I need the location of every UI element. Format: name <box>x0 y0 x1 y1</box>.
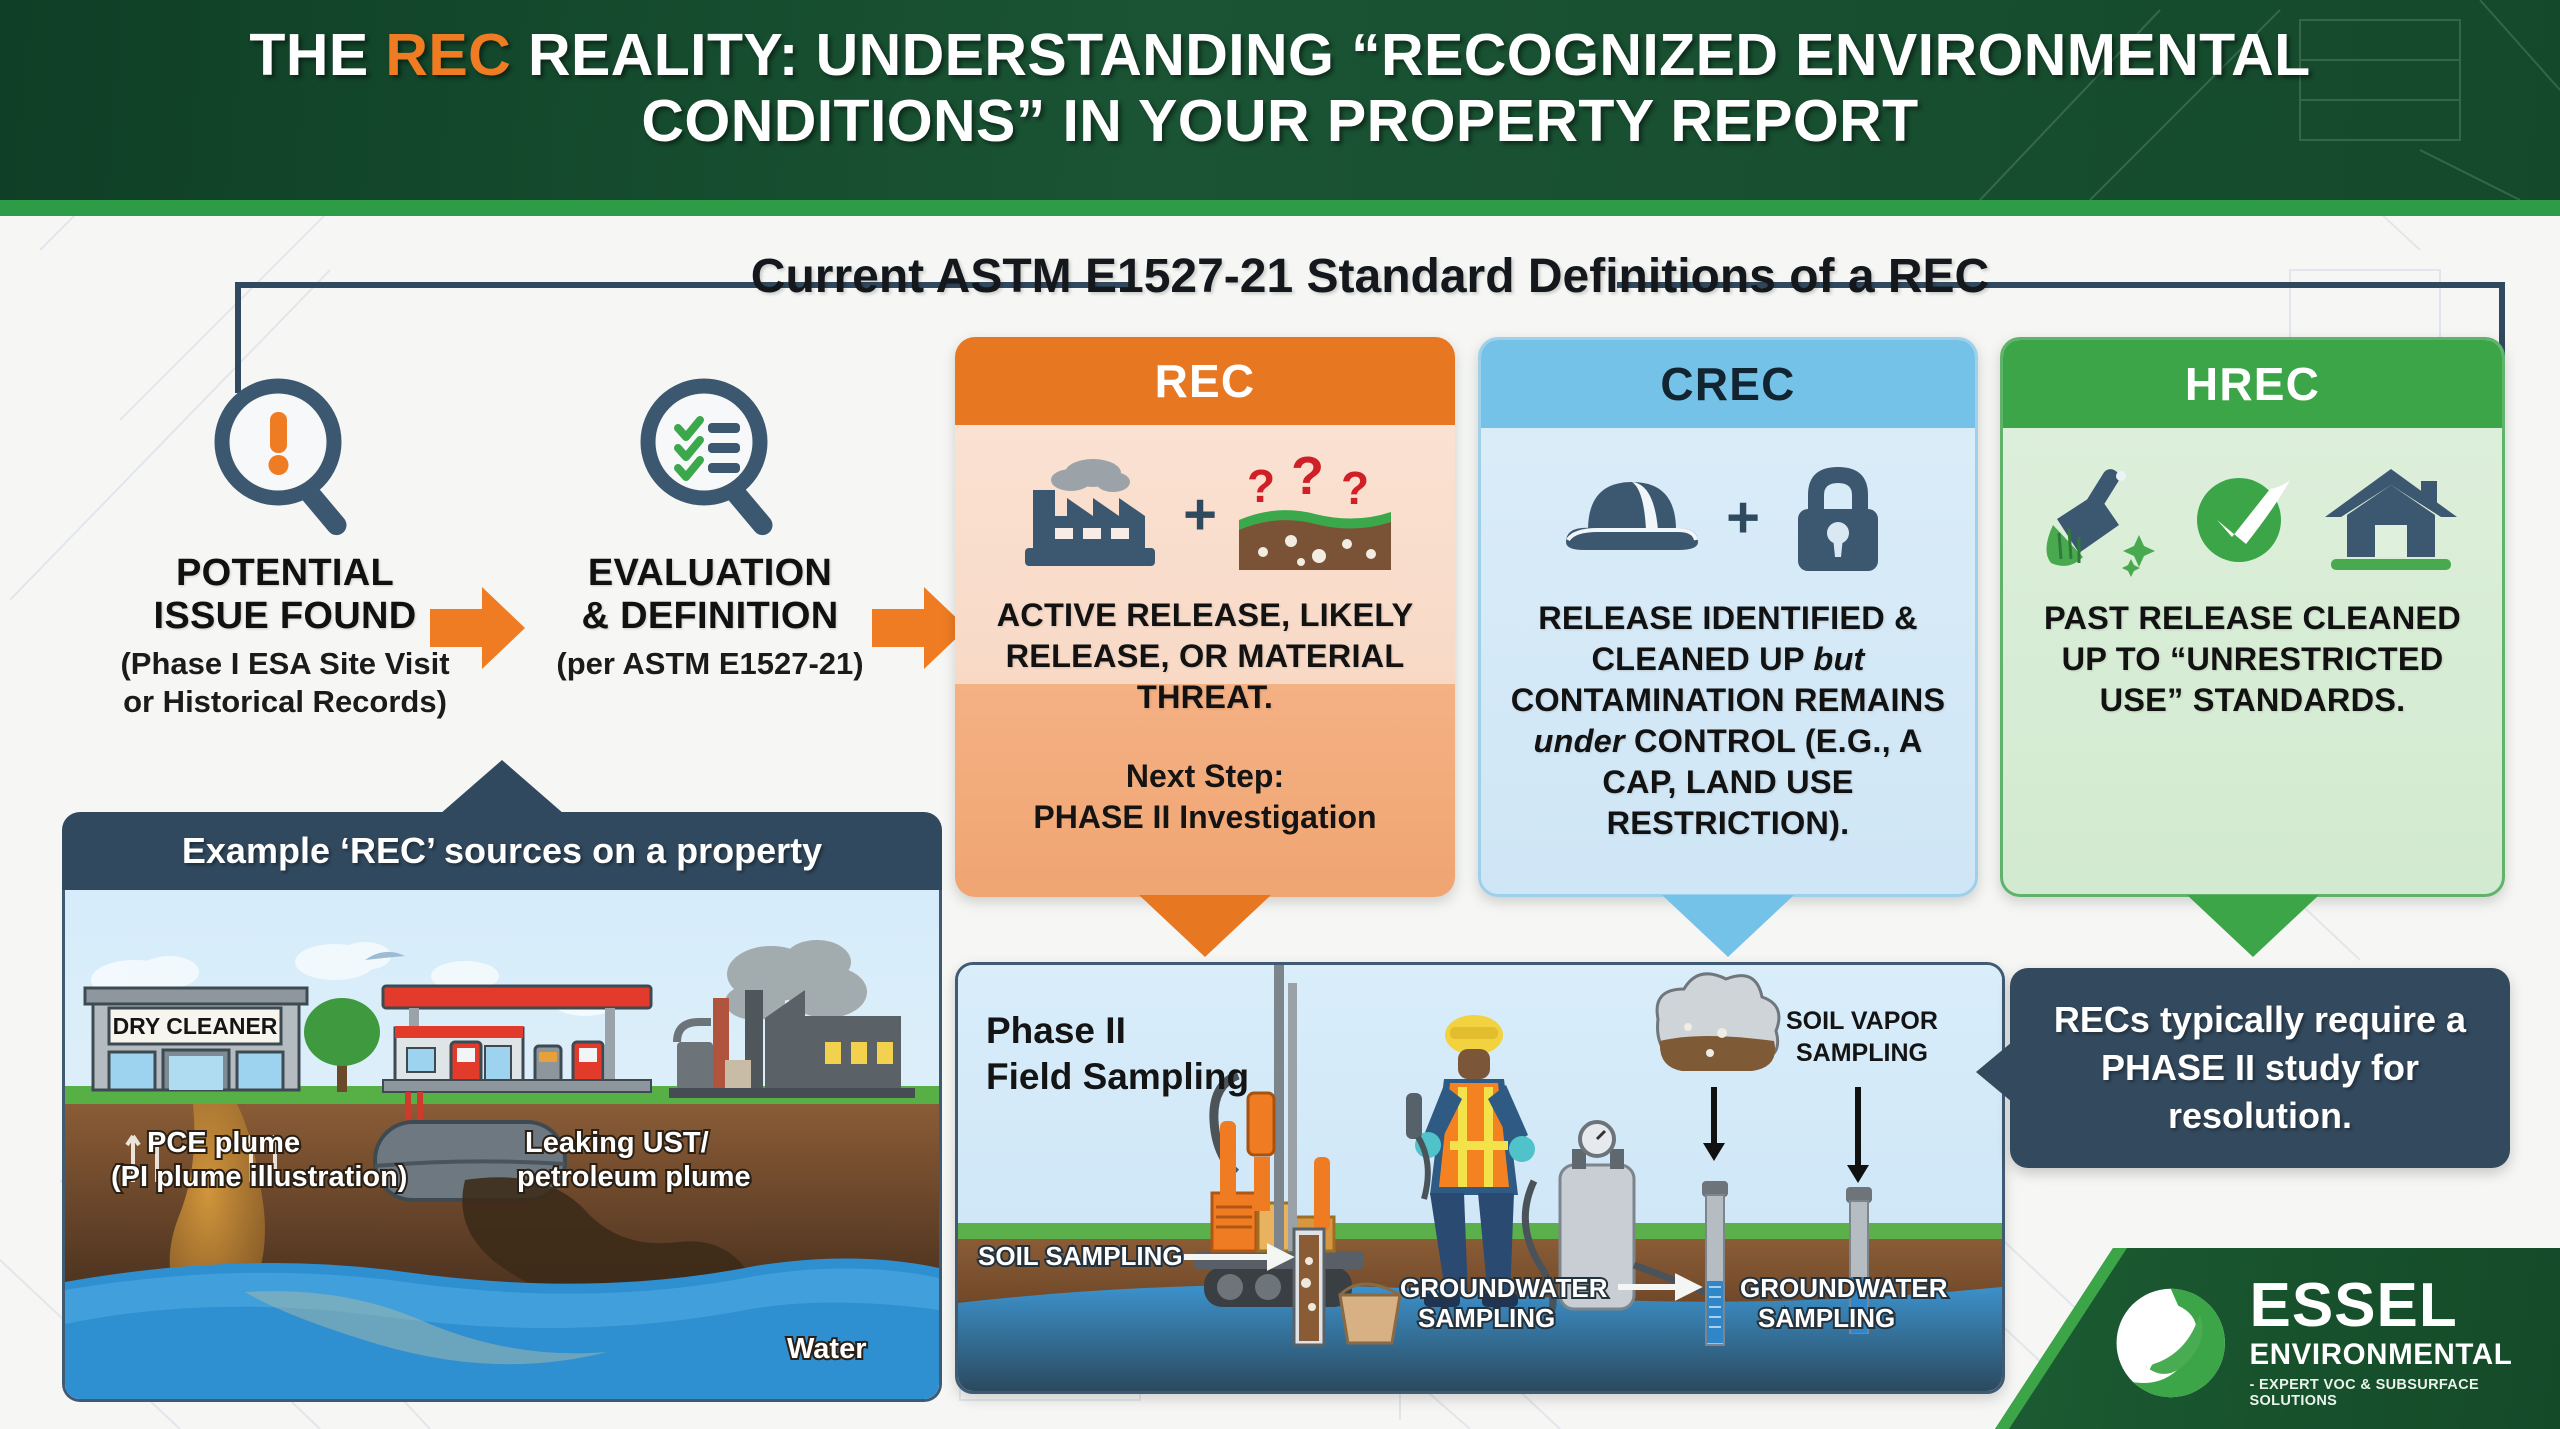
example-rec-sources-panel: Example ‘REC’ sources on a property <box>62 760 942 1402</box>
groundwater-a-label-line2: SAMPLING <box>1418 1303 1555 1333</box>
panel-left-notch-arrow <box>440 760 564 814</box>
water-label: Water <box>787 1333 867 1365</box>
card-rec-next-step-value: PHASE II Investigation <box>1033 799 1377 836</box>
pce-plume-label-line1: PCE plume <box>147 1127 300 1159</box>
svg-text:?: ? <box>1247 460 1275 512</box>
card-rec-footer: Next Step: PHASE II Investigation <box>955 734 1455 865</box>
soil-vapor-cloud-icon <box>1655 972 1781 1071</box>
section-bracket: Current ASTM E1527-21 Standard Definitio… <box>230 250 2510 395</box>
groundwater-a-label-line1: GROUNDWATER <box>1400 1273 1608 1303</box>
essel-leaf-logo-icon <box>2116 1288 2225 1398</box>
brand-wordmark: ESSEL ENVIRONMENTAL - EXPERT VOC & SUBSU… <box>2249 1271 2550 1409</box>
house-icon <box>2324 469 2457 570</box>
card-rec-label: REC <box>955 337 1455 425</box>
card-crec-icons: + <box>1503 454 1953 582</box>
brand-tagline: - EXPERT VOC & SUBSURFACE SOLUTIONS <box>2249 1376 2479 1409</box>
ust-label-line2: petroleum plume <box>517 1161 751 1193</box>
title-prefix: THE <box>249 22 386 88</box>
brand-logo[interactable]: ESSEL ENVIRONMENTAL - EXPERT VOC & SUBSU… <box>2110 1268 2550 1418</box>
phase2-title-line1: Phase II <box>986 1010 1126 1051</box>
plus-sign-icon: + <box>1183 482 1217 547</box>
step2-subtitle: (per ASTM E1527-21) <box>556 646 864 682</box>
phase-two-field-sampling-panel: Phase II Field Sampling SOIL VAPOR SAMPL… <box>955 962 2005 1394</box>
card-rec-text: ACTIVE RELEASE, LIKELY RELEASE, OR MATER… <box>996 597 1414 715</box>
step2-title-line1: EVALUATION <box>587 552 833 594</box>
svg-text:?: ? <box>1291 456 1324 506</box>
card-crec-text: RELEASE IDENTIFIED & CLEANED UP but CONT… <box>1510 600 1946 841</box>
bracket-lines <box>235 282 2505 393</box>
step1-title-line2: ISSUE FOUND <box>153 594 417 637</box>
definition-card-crec[interactable]: CREC + RELEASE IDENTIFIED & CLEANED UP b… <box>1478 337 1978 957</box>
checklist-magnifier-icon <box>510 370 910 538</box>
svg-text:?: ? <box>1341 462 1369 514</box>
step1-subtitle: (Phase I ESA Site Visit or Historical Re… <box>120 646 450 719</box>
flow-arrow-1-icon <box>430 585 526 676</box>
card-crec-label: CREC <box>1481 340 1975 428</box>
green-check-circle-icon <box>2196 478 2290 562</box>
plus-sign-icon: + <box>1726 485 1760 550</box>
flow-arrow-2-icon <box>872 585 968 676</box>
example-rec-sources-illustration: DRY CLEANER <box>62 890 942 1402</box>
contaminated-soil-question-icon: ? ? ? <box>1238 456 1391 570</box>
title-rest: REALITY: UNDERSTANDING “RECOGNIZED ENVIR… <box>511 22 2311 155</box>
step2-title: EVALUATION & DEFINITION <box>510 552 910 637</box>
step2-title-line2: & DEFINITION <box>581 594 839 637</box>
card-hrec-label: HREC <box>2003 340 2502 428</box>
broom-icon <box>2045 469 2155 577</box>
brand-subtitle: ENVIRONMENTAL <box>2249 1337 2513 1371</box>
definition-card-rec[interactable]: REC + ? ? <box>955 337 1455 957</box>
pce-plume-label-line2: (PI plume illustration) <box>111 1161 407 1193</box>
step1-title-line1: POTENTIAL <box>175 552 395 594</box>
card-hrec-icons <box>2025 454 2480 582</box>
callout-notch <box>1976 1042 2012 1102</box>
card-hrec-text: PAST RELEASE CLEANED UP TO “UNRESTRICTED… <box>2044 600 2461 718</box>
card-rec-next-step-label: Next Step: <box>1125 757 1285 794</box>
example-rec-sources-header: Example ‘REC’ sources on a property <box>62 760 942 890</box>
example-rec-sources-title: Example ‘REC’ sources on a property <box>181 830 823 871</box>
page-title: THE REC REALITY: UNDERSTANDING “RECOGNIZ… <box>0 0 2560 154</box>
brand-name: ESSEL <box>2249 1271 2458 1341</box>
page-header: THE REC REALITY: UNDERSTANDING “RECOGNIZ… <box>0 0 2560 200</box>
card-crec-tail-arrow <box>1662 895 1794 957</box>
card-rec-tail-arrow <box>1139 895 1271 957</box>
header-blueprint-decor <box>1979 0 2560 200</box>
phase2-title-line2: Field Sampling <box>986 1056 1249 1097</box>
soil-vapor-label-line1: SOIL VAPOR <box>1786 1007 1938 1035</box>
section-title: Current ASTM E1527-21 Standard Definitio… <box>750 250 1990 303</box>
header-accent-strip <box>0 200 2560 216</box>
card-hrec-tail-arrow <box>2186 895 2319 957</box>
soil-sampling-label: SOIL SAMPLING <box>978 1241 1183 1271</box>
groundwater-b-label-line2: SAMPLING <box>1758 1303 1895 1333</box>
dry-cleaner-sign: DRY CLEANER <box>113 1013 278 1039</box>
flow-step-evaluation: EVALUATION & DEFINITION (per ASTM E1527-… <box>510 370 910 683</box>
callout-text: RECs typically require a PHASE II study … <box>2053 998 2467 1137</box>
factory-smokestack-icon <box>1025 459 1156 566</box>
step1-title: POTENTIAL ISSUE FOUND <box>105 552 465 637</box>
cap-icon <box>1566 482 1699 550</box>
groundwater-b-label-line1: GROUNDWATER <box>1740 1273 1948 1303</box>
ust-label-line1: Leaking UST/ <box>525 1127 709 1159</box>
alert-magnifier-icon <box>105 370 465 538</box>
padlock-icon <box>1797 467 1878 571</box>
phase-two-callout: RECs typically require a PHASE II study … <box>1976 968 2510 1168</box>
flow-step-potential-issue: POTENTIAL ISSUE FOUND (Phase I ESA Site … <box>105 370 465 721</box>
title-highlight: REC <box>385 22 512 88</box>
card-rec-icons: + ? ? ? <box>977 451 1433 579</box>
definition-card-hrec[interactable]: HREC <box>2000 337 2505 957</box>
soil-vapor-label-line2: SAMPLING <box>1796 1039 1928 1067</box>
